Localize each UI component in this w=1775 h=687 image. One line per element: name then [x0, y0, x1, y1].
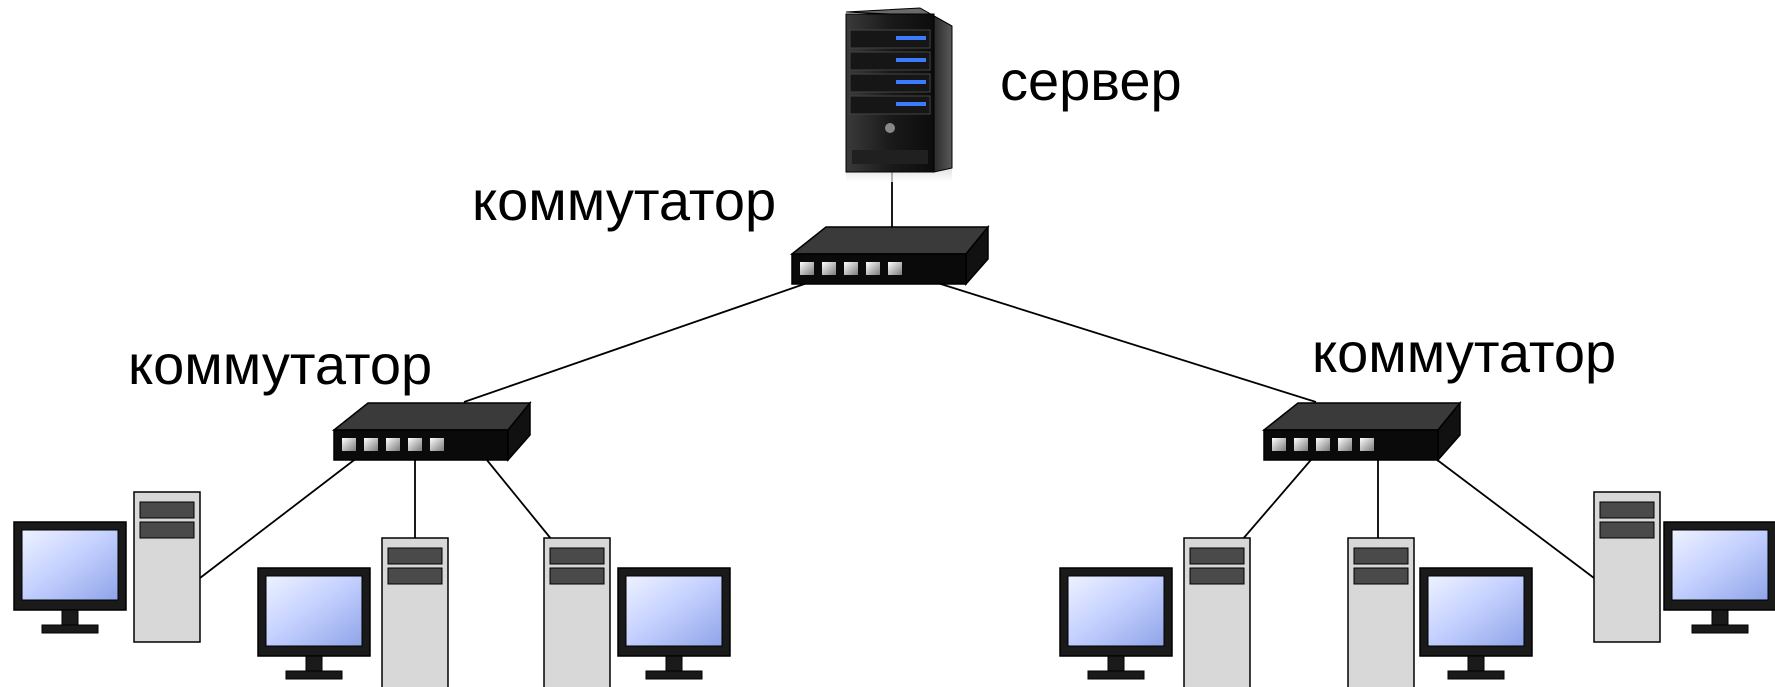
monitor-icon	[13, 521, 127, 634]
connection-links	[199, 140, 1595, 579]
computer-1	[13, 491, 201, 643]
switch-right-label: коммутатор	[1312, 321, 1616, 384]
server-label: сервер	[1000, 49, 1182, 112]
computer-2	[257, 537, 449, 687]
tower-icon	[1183, 537, 1251, 687]
tower-icon	[543, 537, 611, 687]
link-switch-top-switch-left	[463, 279, 817, 403]
switch-left-icon	[333, 402, 531, 461]
computer-6	[1593, 491, 1775, 643]
computer-5	[1347, 537, 1533, 687]
switch-top-label: коммутатор	[472, 169, 776, 232]
link-switch-left-pc-3	[481, 453, 553, 541]
computer-4	[1059, 537, 1251, 687]
switch-left-label: коммутатор	[128, 333, 432, 396]
monitor-icon	[617, 567, 731, 680]
server-icon	[845, 7, 953, 182]
link-switch-right-pc-4	[1241, 453, 1317, 541]
tower-icon	[1347, 537, 1415, 687]
switch-right-icon	[1263, 402, 1461, 461]
switch-top-icon	[791, 226, 989, 285]
monitor-icon	[1059, 567, 1173, 680]
tower-icon	[381, 537, 449, 687]
link-switch-left-pc-1	[199, 453, 363, 579]
computer-3	[543, 537, 731, 687]
monitor-icon	[1419, 567, 1533, 680]
monitor-icon	[1663, 521, 1775, 634]
tower-icon	[1593, 491, 1661, 643]
monitor-icon	[257, 567, 371, 680]
link-switch-right-pc-6	[1423, 449, 1595, 579]
link-switch-top-switch-right	[927, 279, 1317, 403]
tower-icon	[133, 491, 201, 643]
